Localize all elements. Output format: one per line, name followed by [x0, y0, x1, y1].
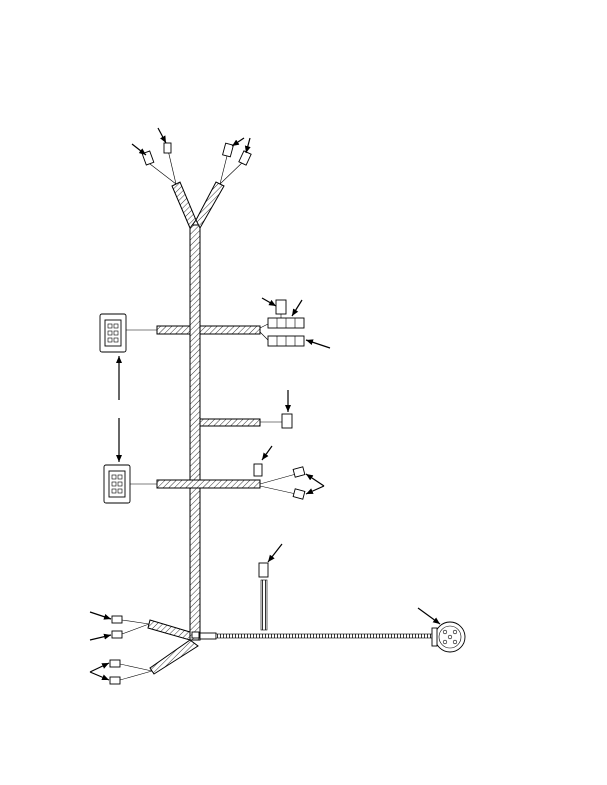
upper-left-box-connector	[99, 313, 127, 353]
pointer-arrow	[305, 473, 325, 487]
pointer-arrow	[244, 137, 251, 154]
lower-branch	[130, 445, 297, 495]
middle-short-branch	[199, 418, 282, 427]
upper-left-branch	[125, 325, 191, 335]
pointer-arrow	[291, 299, 303, 317]
top-connector-1	[131, 143, 155, 166]
lower-right-connectors	[292, 466, 325, 500]
pointer-arrow	[131, 143, 147, 156]
pointer-arrow	[267, 543, 283, 563]
main-trunk	[189, 224, 201, 641]
top-y-branch	[149, 149, 246, 230]
pointer-arrow	[89, 671, 110, 681]
bottom-connectors	[89, 611, 123, 685]
top-connector-3	[222, 137, 245, 158]
pointer-arrow	[261, 445, 273, 461]
pointer-arrow	[157, 127, 167, 144]
lower-left-box-connector	[103, 464, 131, 504]
pointer-arrow	[261, 297, 277, 307]
long-lead	[199, 632, 435, 640]
upper-right-branch	[199, 323, 269, 341]
pointer-arrow	[417, 607, 441, 625]
pointer-arrow	[231, 137, 245, 147]
coiled-lead	[258, 543, 283, 631]
middle-connector	[281, 390, 293, 429]
pointer-arrow	[89, 633, 112, 641]
top-connector-4	[238, 137, 252, 166]
upper-right-connectors	[261, 297, 331, 349]
pointer-arrow	[305, 339, 331, 349]
pointer-arrow	[89, 611, 112, 620]
top-connector-2	[157, 127, 172, 154]
round-connector	[417, 607, 466, 653]
bottom-y-branch	[119, 619, 200, 681]
pointer-arrow	[89, 662, 110, 673]
pointer-arrow	[305, 485, 325, 495]
